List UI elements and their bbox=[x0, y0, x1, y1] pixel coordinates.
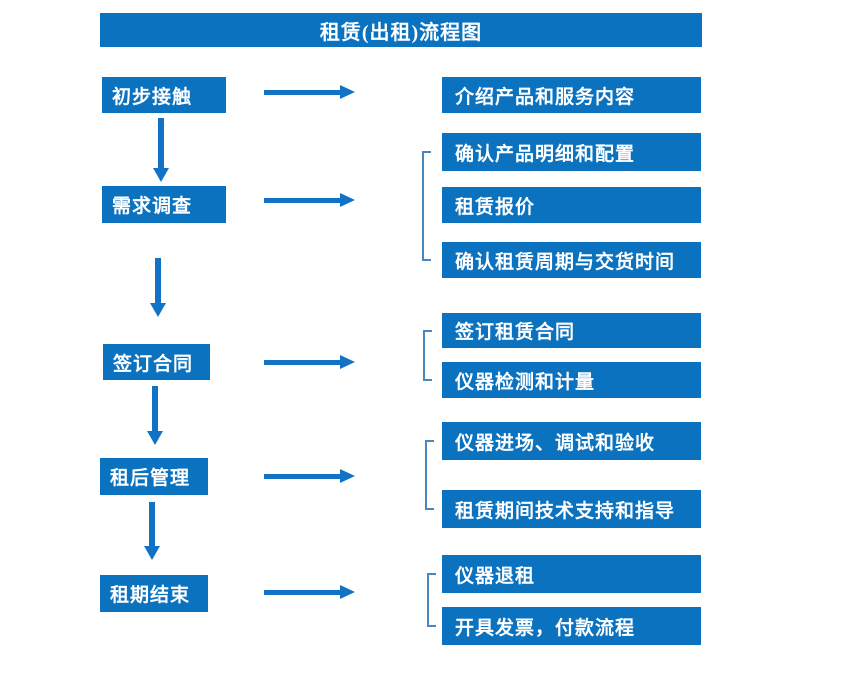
detail-box: 签订租赁合同 bbox=[442, 313, 701, 348]
arrow-down-head-icon bbox=[153, 168, 169, 182]
arrow-down-icon bbox=[149, 502, 155, 546]
arrow-right-head-icon bbox=[340, 193, 355, 207]
flowchart-title: 租赁(出租)流程图 bbox=[100, 13, 702, 47]
detail-box: 仪器进场、调试和验收 bbox=[442, 422, 701, 460]
arrow-down-head-icon bbox=[147, 431, 163, 445]
arrow-down-head-icon bbox=[150, 303, 166, 317]
arrow-right-head-icon bbox=[340, 355, 355, 369]
group-bracket bbox=[422, 151, 431, 261]
arrow-down-icon bbox=[152, 386, 158, 431]
detail-box: 租赁期间技术支持和指导 bbox=[442, 490, 701, 528]
group-bracket bbox=[425, 440, 434, 510]
arrow-right-icon bbox=[264, 90, 340, 95]
detail-box: 介绍产品和服务内容 bbox=[442, 77, 701, 113]
arrow-right-icon bbox=[264, 474, 340, 479]
arrow-right-icon bbox=[264, 198, 340, 203]
arrow-right-icon bbox=[264, 360, 340, 365]
arrow-right-head-icon bbox=[340, 469, 355, 483]
arrow-right-head-icon bbox=[340, 85, 355, 99]
step-box: 签订合同 bbox=[103, 344, 210, 380]
group-bracket bbox=[427, 573, 436, 627]
detail-box: 租赁报价 bbox=[442, 187, 701, 223]
arrow-right-icon bbox=[264, 590, 340, 595]
detail-box: 确认租赁周期与交货时间 bbox=[442, 242, 701, 278]
step-box: 初步接触 bbox=[102, 77, 226, 113]
arrow-down-head-icon bbox=[144, 546, 160, 560]
group-bracket bbox=[423, 329, 432, 381]
arrow-down-icon bbox=[155, 258, 161, 303]
arrow-down-icon bbox=[158, 118, 164, 168]
detail-box: 仪器检测和计量 bbox=[442, 362, 701, 398]
detail-box: 仪器退租 bbox=[442, 555, 701, 593]
step-box: 需求调查 bbox=[102, 186, 226, 223]
step-box: 租后管理 bbox=[100, 458, 208, 495]
arrow-right-head-icon bbox=[340, 585, 355, 599]
detail-box: 开具发票，付款流程 bbox=[442, 607, 701, 645]
step-box: 租期结束 bbox=[100, 575, 208, 612]
detail-box: 确认产品明细和配置 bbox=[442, 133, 701, 171]
